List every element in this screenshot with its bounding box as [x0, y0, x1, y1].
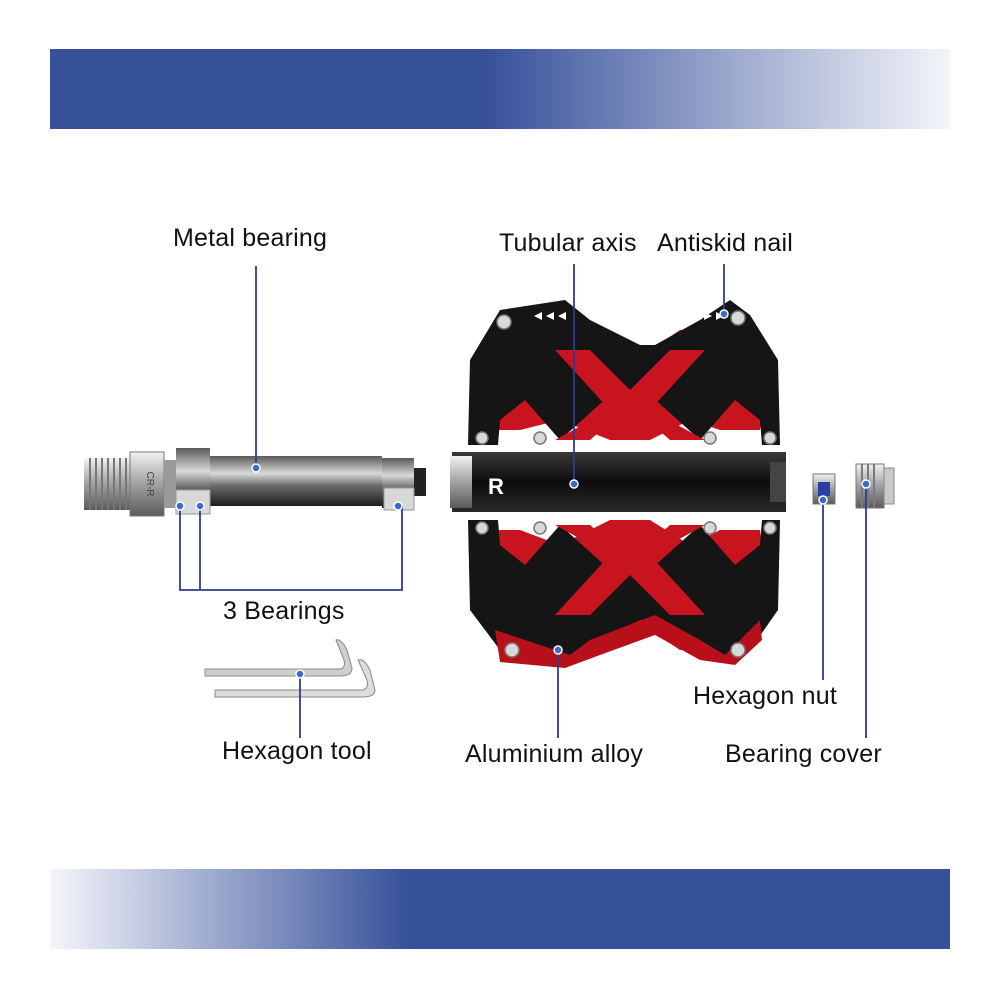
label-antiskid-nail: Antiskid nail: [657, 229, 793, 257]
top-color-band: [50, 49, 950, 129]
pedal-body: [450, 300, 786, 668]
leader-lines: [179, 264, 867, 738]
label-metal-bearing: Metal bearing: [173, 224, 328, 252]
axle-marking: CR-R: [144, 472, 155, 497]
hexagon-keys-image: [204, 639, 376, 698]
label-hexagon-tool: Hexagon tool: [222, 737, 372, 765]
label-three-bearings: 3 Bearings: [223, 597, 345, 625]
label-hexagon-nut: Hexagon nut: [693, 682, 837, 710]
label-aluminium-alloy: Aluminium alloy: [465, 740, 644, 768]
label-tubular-axis: Tubular axis: [499, 229, 637, 257]
hexagon-nut-image: [812, 473, 836, 505]
marker-dots: [175, 309, 871, 679]
label-bearing-cover: Bearing cover: [725, 740, 882, 768]
bottom-color-band: [50, 869, 950, 949]
pedal-side-letter: R: [488, 474, 504, 499]
pedal-axle: [84, 448, 426, 517]
